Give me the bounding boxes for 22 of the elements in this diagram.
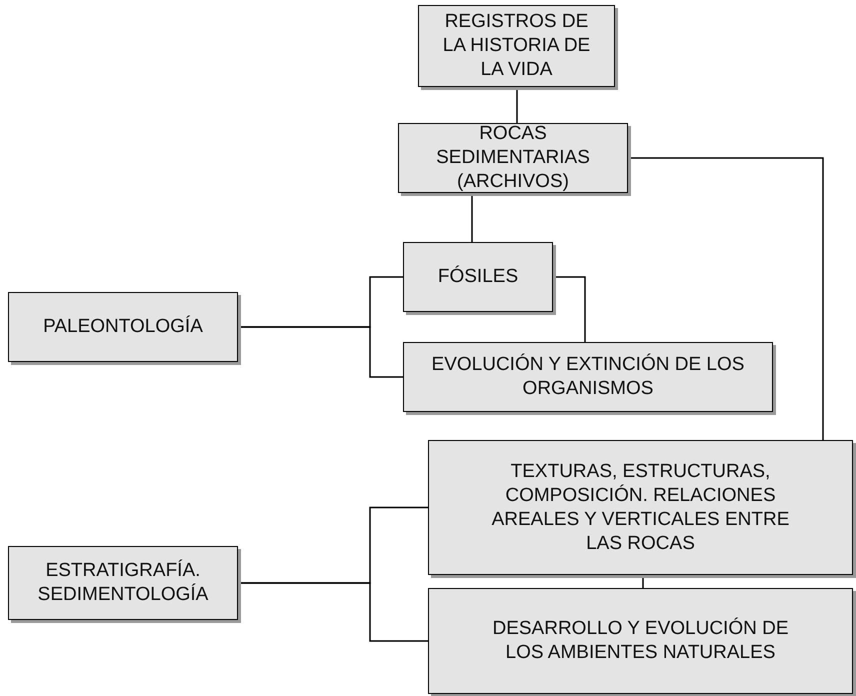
box-text: EVOLUCIÓN Y EXTINCIÓN DE LOS ORGANISMOS bbox=[430, 353, 746, 401]
box-text: REGISTROS DE LA HISTORIA DE LA VIDA bbox=[442, 10, 592, 82]
box-text: FÓSILES bbox=[438, 265, 518, 289]
concept-box bbox=[8, 546, 238, 620]
connector-line bbox=[553, 276, 586, 342]
concept-box bbox=[418, 5, 615, 87]
box-text: ESTRATIGRAFÍA. SEDIMENTOLOGÍA bbox=[36, 559, 210, 607]
concept-box bbox=[428, 588, 853, 694]
connector-line bbox=[238, 326, 403, 378]
connector-line bbox=[471, 193, 473, 242]
connector-line bbox=[238, 582, 428, 642]
concept-box bbox=[428, 440, 853, 575]
concept-box bbox=[403, 242, 553, 312]
box-text: TEXTURAS, ESTRUCTURAS, COMPOSICIÓN. RELACIONES AREALES Y VERTICALES ENTRE LAS ROCAS bbox=[490, 460, 790, 556]
concept-box bbox=[8, 292, 238, 362]
box-text: ROCAS SEDIMENTARIAS (ARCHIVOS) bbox=[435, 122, 591, 194]
connector-line bbox=[628, 157, 824, 440]
box-text: DESARROLLO Y EVOLUCIÓN DE LOS AMBIENTES NATURALES bbox=[491, 617, 790, 665]
concept-box bbox=[398, 123, 628, 193]
connector-line bbox=[516, 87, 518, 123]
box-text: PALEONTOLOGÍA bbox=[43, 315, 203, 339]
concept-box bbox=[403, 342, 773, 412]
